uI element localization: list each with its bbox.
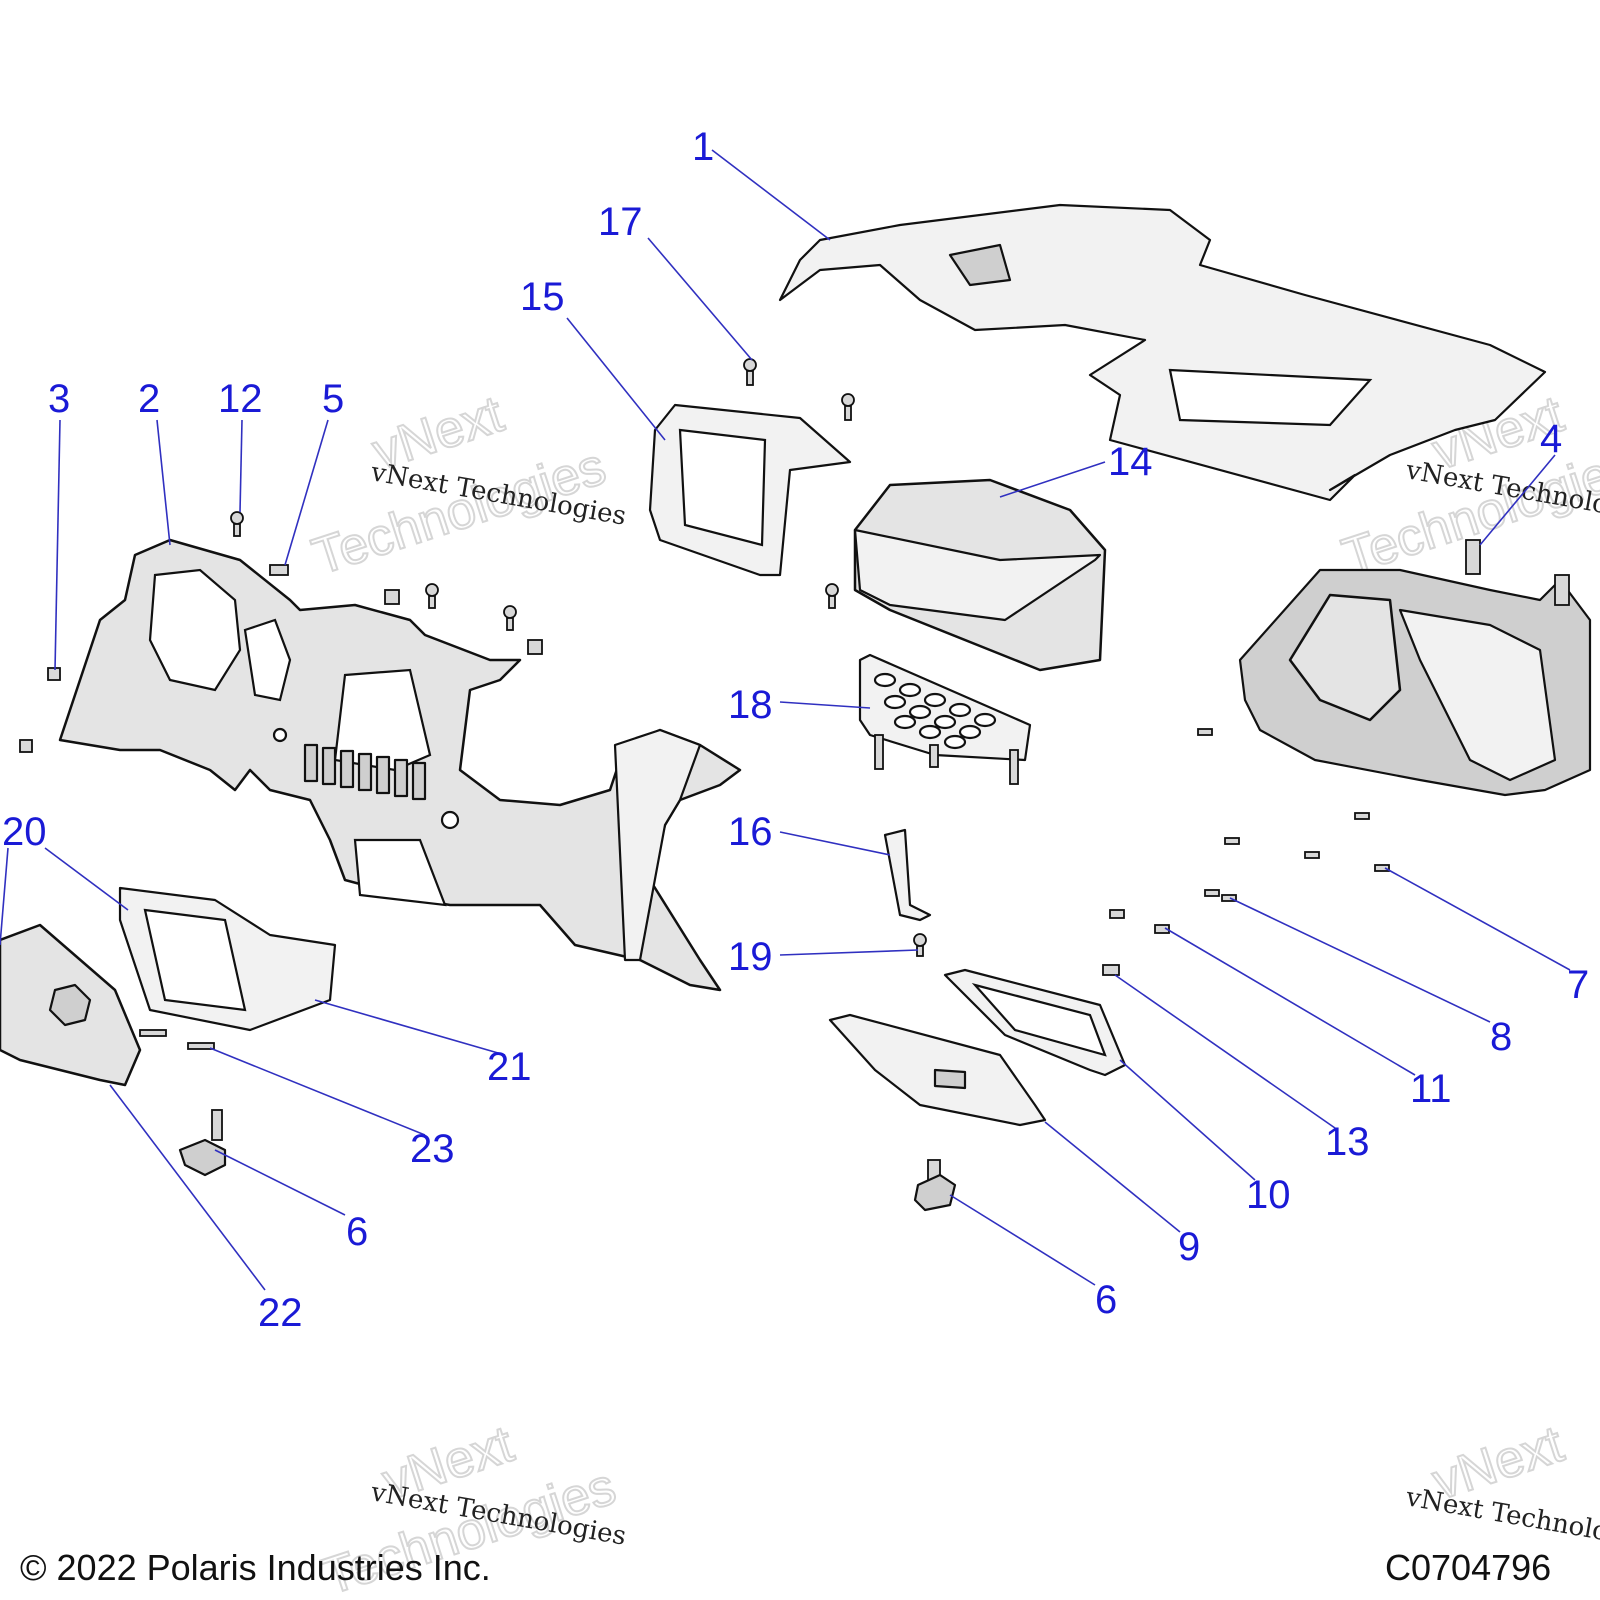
screw-12 xyxy=(230,511,244,525)
screw xyxy=(1304,851,1320,859)
part-6-latch-right xyxy=(913,1159,957,1212)
screw-23 xyxy=(187,1042,215,1050)
part-2-main-dash xyxy=(58,538,742,992)
clip-5 xyxy=(269,564,289,576)
dash-vent-slots xyxy=(303,743,427,801)
callout-21: 21 xyxy=(487,1045,532,1089)
part-10-trim-bezel xyxy=(943,968,1127,1077)
part-9-lower-panel xyxy=(828,1013,1047,1127)
clip xyxy=(841,393,855,407)
callout-13: 13 xyxy=(1325,1120,1370,1164)
callout-5: 5 xyxy=(322,377,344,421)
screw-7 xyxy=(1374,864,1390,872)
screw xyxy=(1109,909,1125,919)
callout-7: 7 xyxy=(1567,963,1589,1007)
screw xyxy=(503,605,517,619)
clip xyxy=(384,589,400,605)
callout-6-right: 6 xyxy=(1095,1278,1117,1322)
callout-11: 11 xyxy=(1410,1067,1452,1111)
screw xyxy=(1354,812,1370,820)
watermark-bottom-right: vNext vNext Technologies xyxy=(1403,1414,1600,1557)
mount-tab xyxy=(1465,539,1481,575)
callout-4: 4 xyxy=(1540,417,1562,461)
screw xyxy=(1224,837,1240,845)
callout-2: 2 xyxy=(138,377,160,421)
clip xyxy=(19,739,33,753)
part-14-storage-bin xyxy=(853,478,1107,672)
part-15-gauge-bezel xyxy=(648,403,852,577)
mount-tab xyxy=(1554,574,1570,606)
callout-15: 15 xyxy=(520,275,565,319)
screw-8 xyxy=(1204,889,1220,897)
screw xyxy=(825,583,839,597)
callout-3: 3 xyxy=(48,377,70,421)
callout-19: 19 xyxy=(728,935,773,979)
screw-11 xyxy=(1154,924,1170,934)
callout-17: 17 xyxy=(598,200,643,244)
watermark-text: vNext Technologies xyxy=(1403,1482,1600,1557)
callout-20: 20 xyxy=(2,810,47,854)
callout-1: 1 xyxy=(692,125,714,169)
callout-9: 9 xyxy=(1178,1225,1200,1269)
watermark-top-center: vNext Technologies vNext Technologies xyxy=(305,384,629,587)
callout-6-left: 6 xyxy=(346,1210,368,1254)
copyright-text: © 2022 Polaris Industries Inc. xyxy=(20,1547,491,1588)
part-21-glove-box-tub xyxy=(118,886,337,1032)
part-16-bracket xyxy=(883,828,932,922)
screw xyxy=(139,1029,167,1037)
screw xyxy=(425,583,439,597)
callout-23: 23 xyxy=(410,1127,455,1171)
clip xyxy=(527,639,543,655)
part-22-glove-box-door xyxy=(0,923,142,1087)
callout-numbers: 1 17 15 3 2 12 5 14 4 18 16 19 20 21 23 … xyxy=(2,125,1589,1335)
callout-16: 16 xyxy=(728,810,773,854)
part-6-latch-left xyxy=(178,1109,227,1177)
callout-18: 18 xyxy=(728,683,773,727)
screw-19 xyxy=(913,933,927,947)
callout-10: 10 xyxy=(1246,1173,1291,1217)
callout-12: 12 xyxy=(218,377,263,421)
clip-13 xyxy=(1102,964,1120,976)
fasteners xyxy=(19,358,1390,1050)
part-18-mesh-grille xyxy=(858,653,1032,785)
part-1-upper-dash-cover xyxy=(778,203,1547,502)
callout-8: 8 xyxy=(1490,1015,1512,1059)
clip-3 xyxy=(47,667,61,681)
screw-8 xyxy=(1221,894,1237,902)
clip-17 xyxy=(743,358,757,372)
figure-id: C0704796 xyxy=(1385,1547,1551,1588)
callout-14: 14 xyxy=(1108,440,1153,484)
screw xyxy=(1197,728,1213,736)
leader-lines xyxy=(0,149,1571,1291)
callout-22: 22 xyxy=(258,1291,303,1335)
part-4-center-housing xyxy=(1238,539,1592,797)
